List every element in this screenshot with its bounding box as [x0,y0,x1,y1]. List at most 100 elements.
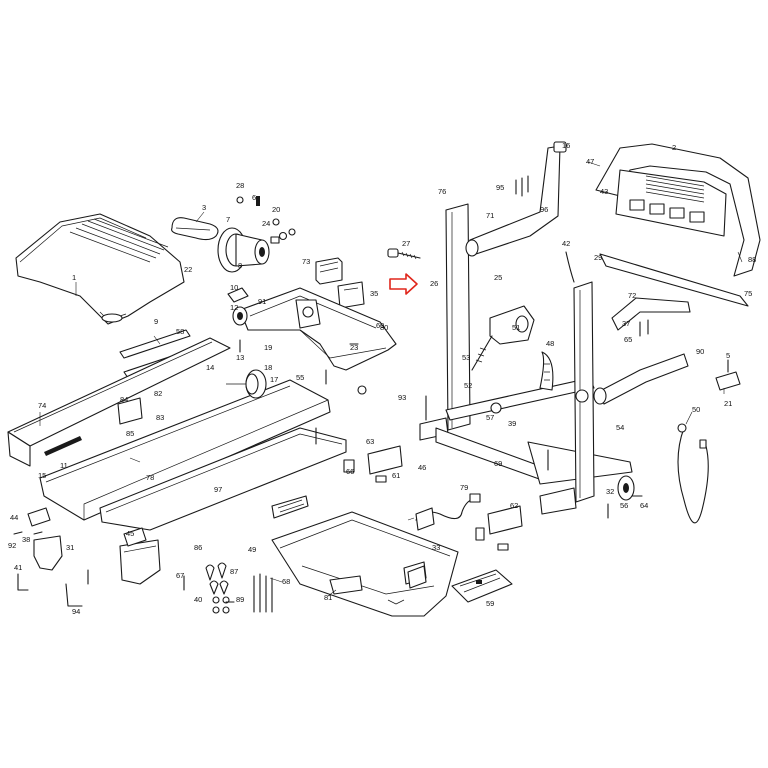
callout-32: 32 [606,487,614,496]
leader-lines [39,161,743,597]
wheel-56 [617,475,635,501]
callout-39: 39 [508,419,516,428]
callout-82: 82 [154,389,162,398]
fasteners [13,175,649,603]
callout-57: 57 [486,413,494,422]
bolt-27 [387,248,421,260]
callout-46: 46 [418,463,426,472]
callout-6: 6 [252,193,256,202]
callout-9: 9 [154,317,158,326]
callout-3: 3 [202,203,206,212]
callout-38: 38 [22,535,30,544]
callout-18: 18 [264,363,272,372]
callout-26: 26 [430,279,438,288]
front-pulley [217,227,270,273]
callout-28: 28 [236,181,244,190]
callout-labels: 1235678910111213141516171819202122232425… [8,141,756,616]
right-rail [99,427,347,531]
controller-board [451,569,513,603]
callout-75: 75 [744,289,752,298]
callout-63: 63 [366,437,374,446]
callout-92: 92 [8,541,16,550]
callout-78: 78 [146,473,154,482]
upright-frame [419,203,633,485]
callout-48: 48 [546,339,554,348]
callout-43: 43 [600,187,608,196]
callout-10: 10 [230,283,238,292]
callout-35: 35 [370,289,378,298]
callout-56: 56 [620,501,628,510]
callout-95: 95 [496,183,504,192]
callout-29: 29 [594,253,602,262]
callout-85: 85 [126,429,134,438]
rods-68 [253,573,273,613]
roller-17 [226,369,267,399]
callout-24: 24 [262,219,270,228]
callout-86: 86 [194,543,202,552]
callout-91: 91 [258,297,266,306]
callout-55: 55 [296,373,304,382]
callout-96: 96 [540,205,548,214]
callout-45: 45 [126,529,134,538]
callout-80: 80 [380,323,388,332]
walking-deck [39,379,331,521]
callout-68: 68 [282,577,290,586]
callout-59: 59 [486,599,494,608]
callout-61: 61 [392,471,400,480]
grip-strip [44,436,82,456]
callout-22: 22 [184,265,192,274]
callout-13: 13 [236,353,244,362]
callout-16: 16 [562,141,570,150]
callout-50: 50 [692,405,700,414]
callout-37: 37 [622,319,630,328]
console [595,143,761,307]
callout-2: 2 [672,143,676,152]
callout-49: 49 [248,545,256,554]
callout-11: 11 [60,461,68,470]
callout-42: 42 [562,239,570,248]
callout-44: 44 [10,513,18,522]
callout-31: 31 [66,543,74,552]
callout-52: 52 [464,381,472,390]
callout-69: 69 [494,459,502,468]
callout-76: 76 [438,187,446,196]
callout-64: 64 [640,501,648,510]
callout-67: 67 [176,571,184,580]
callout-7: 7 [226,215,230,224]
handrail-left [465,141,567,257]
callout-79: 79 [460,483,468,492]
callout-19: 19 [264,343,272,352]
callout-72: 72 [628,291,636,300]
motor-bracket [315,257,343,285]
bearing-12 [227,287,249,326]
foot-bracket [27,507,147,547]
callout-93: 93 [398,393,406,402]
callout-97: 97 [214,485,222,494]
callout-58: 58 [176,327,184,336]
side-pad-84 [117,397,309,519]
safety-key-cord [677,423,709,524]
callout-23: 23 [350,343,358,352]
callout-53: 53 [462,353,470,362]
motor-hood [15,213,185,325]
callout-15: 15 [38,471,46,480]
rear-foot-31 [33,535,161,585]
callout-8: 8 [238,261,242,270]
callout-51: 51 [512,323,520,332]
callout-74: 74 [38,401,46,410]
callout-83: 83 [156,413,164,422]
lift-motor [471,305,535,371]
callout-12: 12 [230,303,238,312]
pulley-hardware [236,196,296,244]
callout-20: 20 [272,205,280,214]
callout-27: 27 [402,239,410,248]
wire-42 [565,251,575,283]
callout-89: 89 [236,595,244,604]
base-pan [271,511,459,617]
highlight-arrow [389,273,418,295]
mount-plate [337,281,365,309]
callout-60: 60 [376,321,384,330]
callout-84: 84 [120,395,128,404]
callout-47: 47 [586,157,594,166]
callout-33: 33 [432,543,440,552]
